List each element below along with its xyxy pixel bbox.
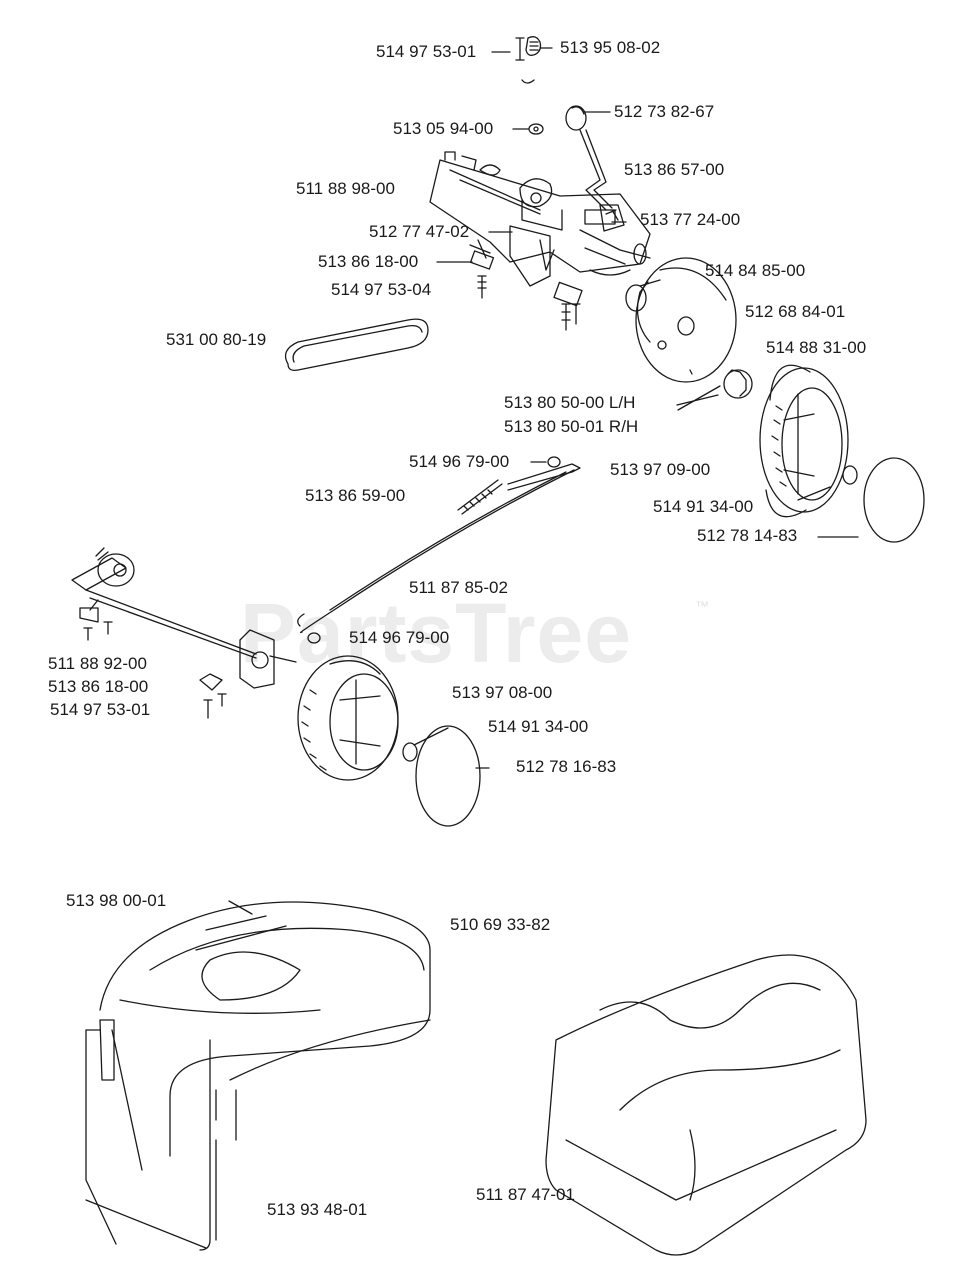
part-512-78-14-83[interactable]: 512 78 14-83 <box>697 526 798 545</box>
nut-mid <box>307 632 321 644</box>
part-513-86-18-00-top[interactable]: 513 86 18-00 <box>318 252 419 271</box>
part-513-98-00-01[interactable]: 513 98 00-01 <box>66 891 167 910</box>
part-511-88-92-00[interactable]: 511 88 92-00 <box>48 654 147 673</box>
rear-wheel-right <box>723 364 925 543</box>
grass-catcher-top <box>85 901 431 1251</box>
part-511-87-47-01[interactable]: 511 87 47-01 <box>476 1185 575 1204</box>
part-512-68-84-01[interactable]: 512 68 84-01 <box>745 302 846 321</box>
part-511-87-85-02[interactable]: 511 87 85-02 <box>409 578 508 597</box>
part-514-91-34-00-mid[interactable]: 514 91 34-00 <box>488 717 589 736</box>
drive-belt <box>284 318 429 372</box>
drive-lever <box>579 129 625 232</box>
part-513-80-50-00-lh[interactable]: 513 80 50-00 L/H <box>504 393 636 412</box>
part-511-88-98-00[interactable]: 511 88 98-00 <box>296 179 395 198</box>
pulley <box>625 257 737 383</box>
part-514-96-79-00-mid[interactable]: 514 96 79-00 <box>349 628 450 647</box>
part-512-73-82-67[interactable]: 512 73 82-67 <box>614 102 715 121</box>
part-512-78-16-83[interactable]: 512 78 16-83 <box>516 757 617 776</box>
gearbox <box>429 151 651 331</box>
top-fasteners <box>515 36 587 135</box>
part-513-77-24-00[interactable]: 513 77 24-00 <box>640 210 741 229</box>
leader-lines <box>228 47 859 915</box>
part-514-84-85-00[interactable]: 514 84 85-00 <box>705 261 806 280</box>
part-510-69-33-82[interactable]: 510 69 33-82 <box>450 915 551 934</box>
rear-axle <box>71 547 297 719</box>
part-512-77-47-02[interactable]: 512 77 47-02 <box>369 222 470 241</box>
part-514-97-53-01-mid[interactable]: 514 97 53-01 <box>50 700 151 719</box>
part-513-05-94-00[interactable]: 513 05 94-00 <box>393 119 494 138</box>
part-531-00-80-19[interactable]: 531 00 80-19 <box>166 330 267 349</box>
part-513-86-59-00[interactable]: 513 86 59-00 <box>305 486 406 505</box>
part-514-88-31-00[interactable]: 514 88 31-00 <box>766 338 867 357</box>
part-513-97-08-00[interactable]: 513 97 08-00 <box>452 683 553 702</box>
grass-bag <box>545 954 867 1256</box>
part-514-91-34-00-top[interactable]: 514 91 34-00 <box>653 497 754 516</box>
part-513-86-57-00[interactable]: 513 86 57-00 <box>624 160 725 179</box>
part-513-80-50-01-rh[interactable]: 513 80 50-01 R/H <box>504 417 639 436</box>
part-513-93-48-01[interactable]: 513 93 48-01 <box>267 1200 368 1219</box>
rear-wheel-left <box>297 655 481 827</box>
part-513-95-08-02[interactable]: 513 95 08-02 <box>560 38 661 57</box>
part-513-86-18-00-mid[interactable]: 513 86 18-00 <box>48 677 149 696</box>
control-cable <box>297 456 581 634</box>
part-514-97-53-01-top[interactable]: 514 97 53-01 <box>376 42 477 61</box>
part-513-97-09-00[interactable]: 513 97 09-00 <box>610 460 711 479</box>
part-514-97-53-04[interactable]: 514 97 53-04 <box>331 280 432 299</box>
part-514-96-79-00-top[interactable]: 514 96 79-00 <box>409 452 510 471</box>
